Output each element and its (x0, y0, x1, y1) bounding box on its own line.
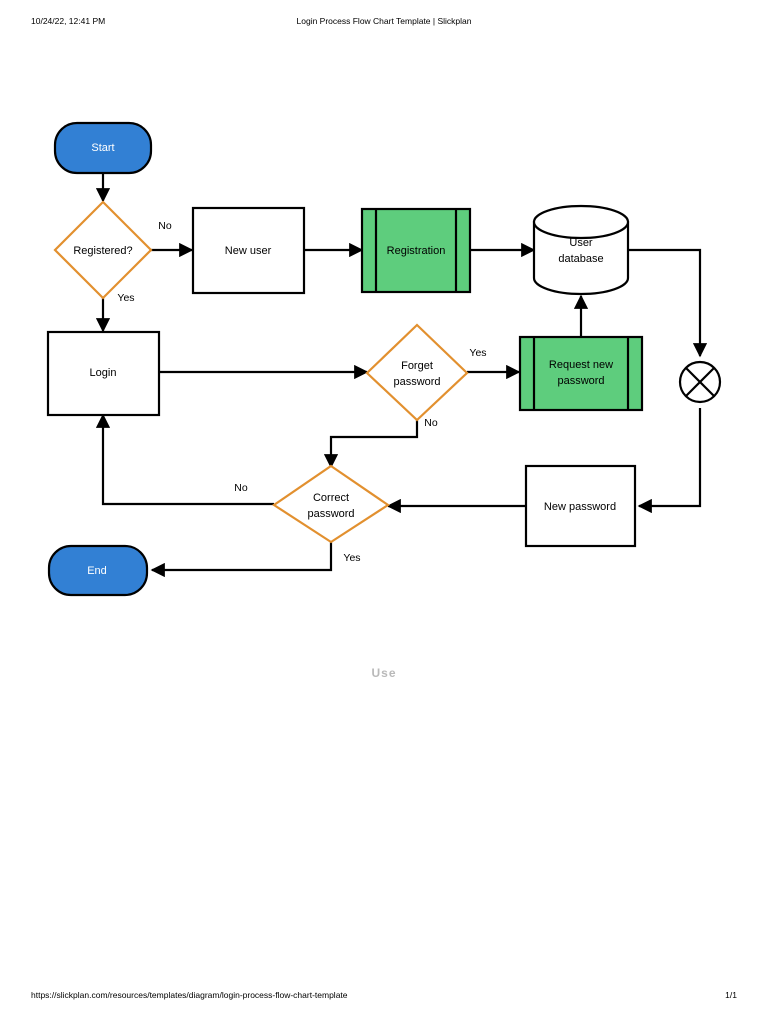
forget-password-label-line2: password (393, 376, 440, 388)
node-forget-password[interactable]: Forget password (365, 323, 469, 422)
print-source-url: https://slickplan.com/resources/template… (31, 990, 348, 1000)
database-top (532, 204, 630, 240)
database-body (532, 220, 630, 296)
correct-password-label-line2: password (307, 508, 354, 520)
edge-junction-newpassword (637, 408, 702, 514)
registration-label: Registration (387, 245, 446, 257)
node-summing-junction[interactable] (678, 360, 722, 404)
new-user-shape (191, 206, 306, 295)
edge-label-layer: No Yes Yes No No Yes (117, 220, 486, 564)
node-user-database[interactable]: User database (532, 204, 630, 296)
login-label: Login (90, 367, 117, 379)
edge-label-forget-yes: Yes (469, 347, 486, 359)
node-new-password[interactable]: New password (524, 464, 637, 548)
login-shape (46, 330, 161, 417)
node-login[interactable]: Login (46, 330, 161, 417)
node-start[interactable]: Start (53, 121, 153, 175)
request-label-line2: password (557, 375, 604, 387)
new-password-shape (524, 464, 637, 548)
print-date: 10/24/22, 12:41 PM (31, 16, 106, 26)
print-title: Login Process Flow Chart Template | Slic… (296, 16, 472, 26)
database-label-line1: User (569, 237, 593, 249)
new-password-label: New password (544, 501, 616, 513)
correct-password-shape (272, 464, 390, 544)
forget-password-label-line1: Forget (401, 360, 433, 372)
node-new-user[interactable]: New user (191, 206, 306, 295)
print-footer: https://slickplan.com/resources/template… (0, 990, 768, 1004)
edge-database-junction (629, 248, 708, 358)
junction-cross-b (685, 367, 715, 397)
correct-password-label-line1: Correct (313, 492, 349, 504)
print-header: 10/24/22, 12:41 PM Login Process Flow Ch… (0, 16, 768, 30)
registration-shape (360, 207, 472, 294)
request-new-password-shape (518, 335, 644, 412)
edge-forget-correct (323, 420, 419, 469)
edge-label-correct-no: No (234, 482, 248, 494)
registered-label: Registered? (73, 245, 132, 257)
node-request-new-password[interactable]: Request new password (518, 335, 644, 412)
print-page-number: 1/1 (725, 990, 737, 1000)
watermark-text: Use (371, 666, 397, 680)
forget-password-shape (365, 323, 469, 422)
connector-layer (95, 173, 708, 578)
request-label-line1: Request new (549, 359, 613, 371)
edge-label-registered-yes: Yes (117, 292, 134, 304)
end-shape (47, 544, 149, 597)
node-registration[interactable]: Registration (360, 207, 472, 294)
edge-label-forget-no: No (424, 417, 438, 429)
end-label: End (87, 565, 107, 577)
start-shape (53, 121, 153, 175)
edge-correct-end (150, 541, 333, 578)
node-correct-password[interactable]: Correct password (272, 464, 390, 544)
edge-label-registered-no: No (158, 220, 172, 232)
node-registered[interactable]: Registered? (53, 200, 153, 300)
start-label: Start (91, 142, 114, 154)
new-user-label: New user (225, 245, 272, 257)
database-label-line2: database (558, 253, 603, 265)
edge-correct-login (95, 413, 274, 506)
edge-label-correct-yes: Yes (343, 552, 360, 564)
node-end[interactable]: End (47, 544, 149, 597)
registered-shape (53, 200, 153, 300)
